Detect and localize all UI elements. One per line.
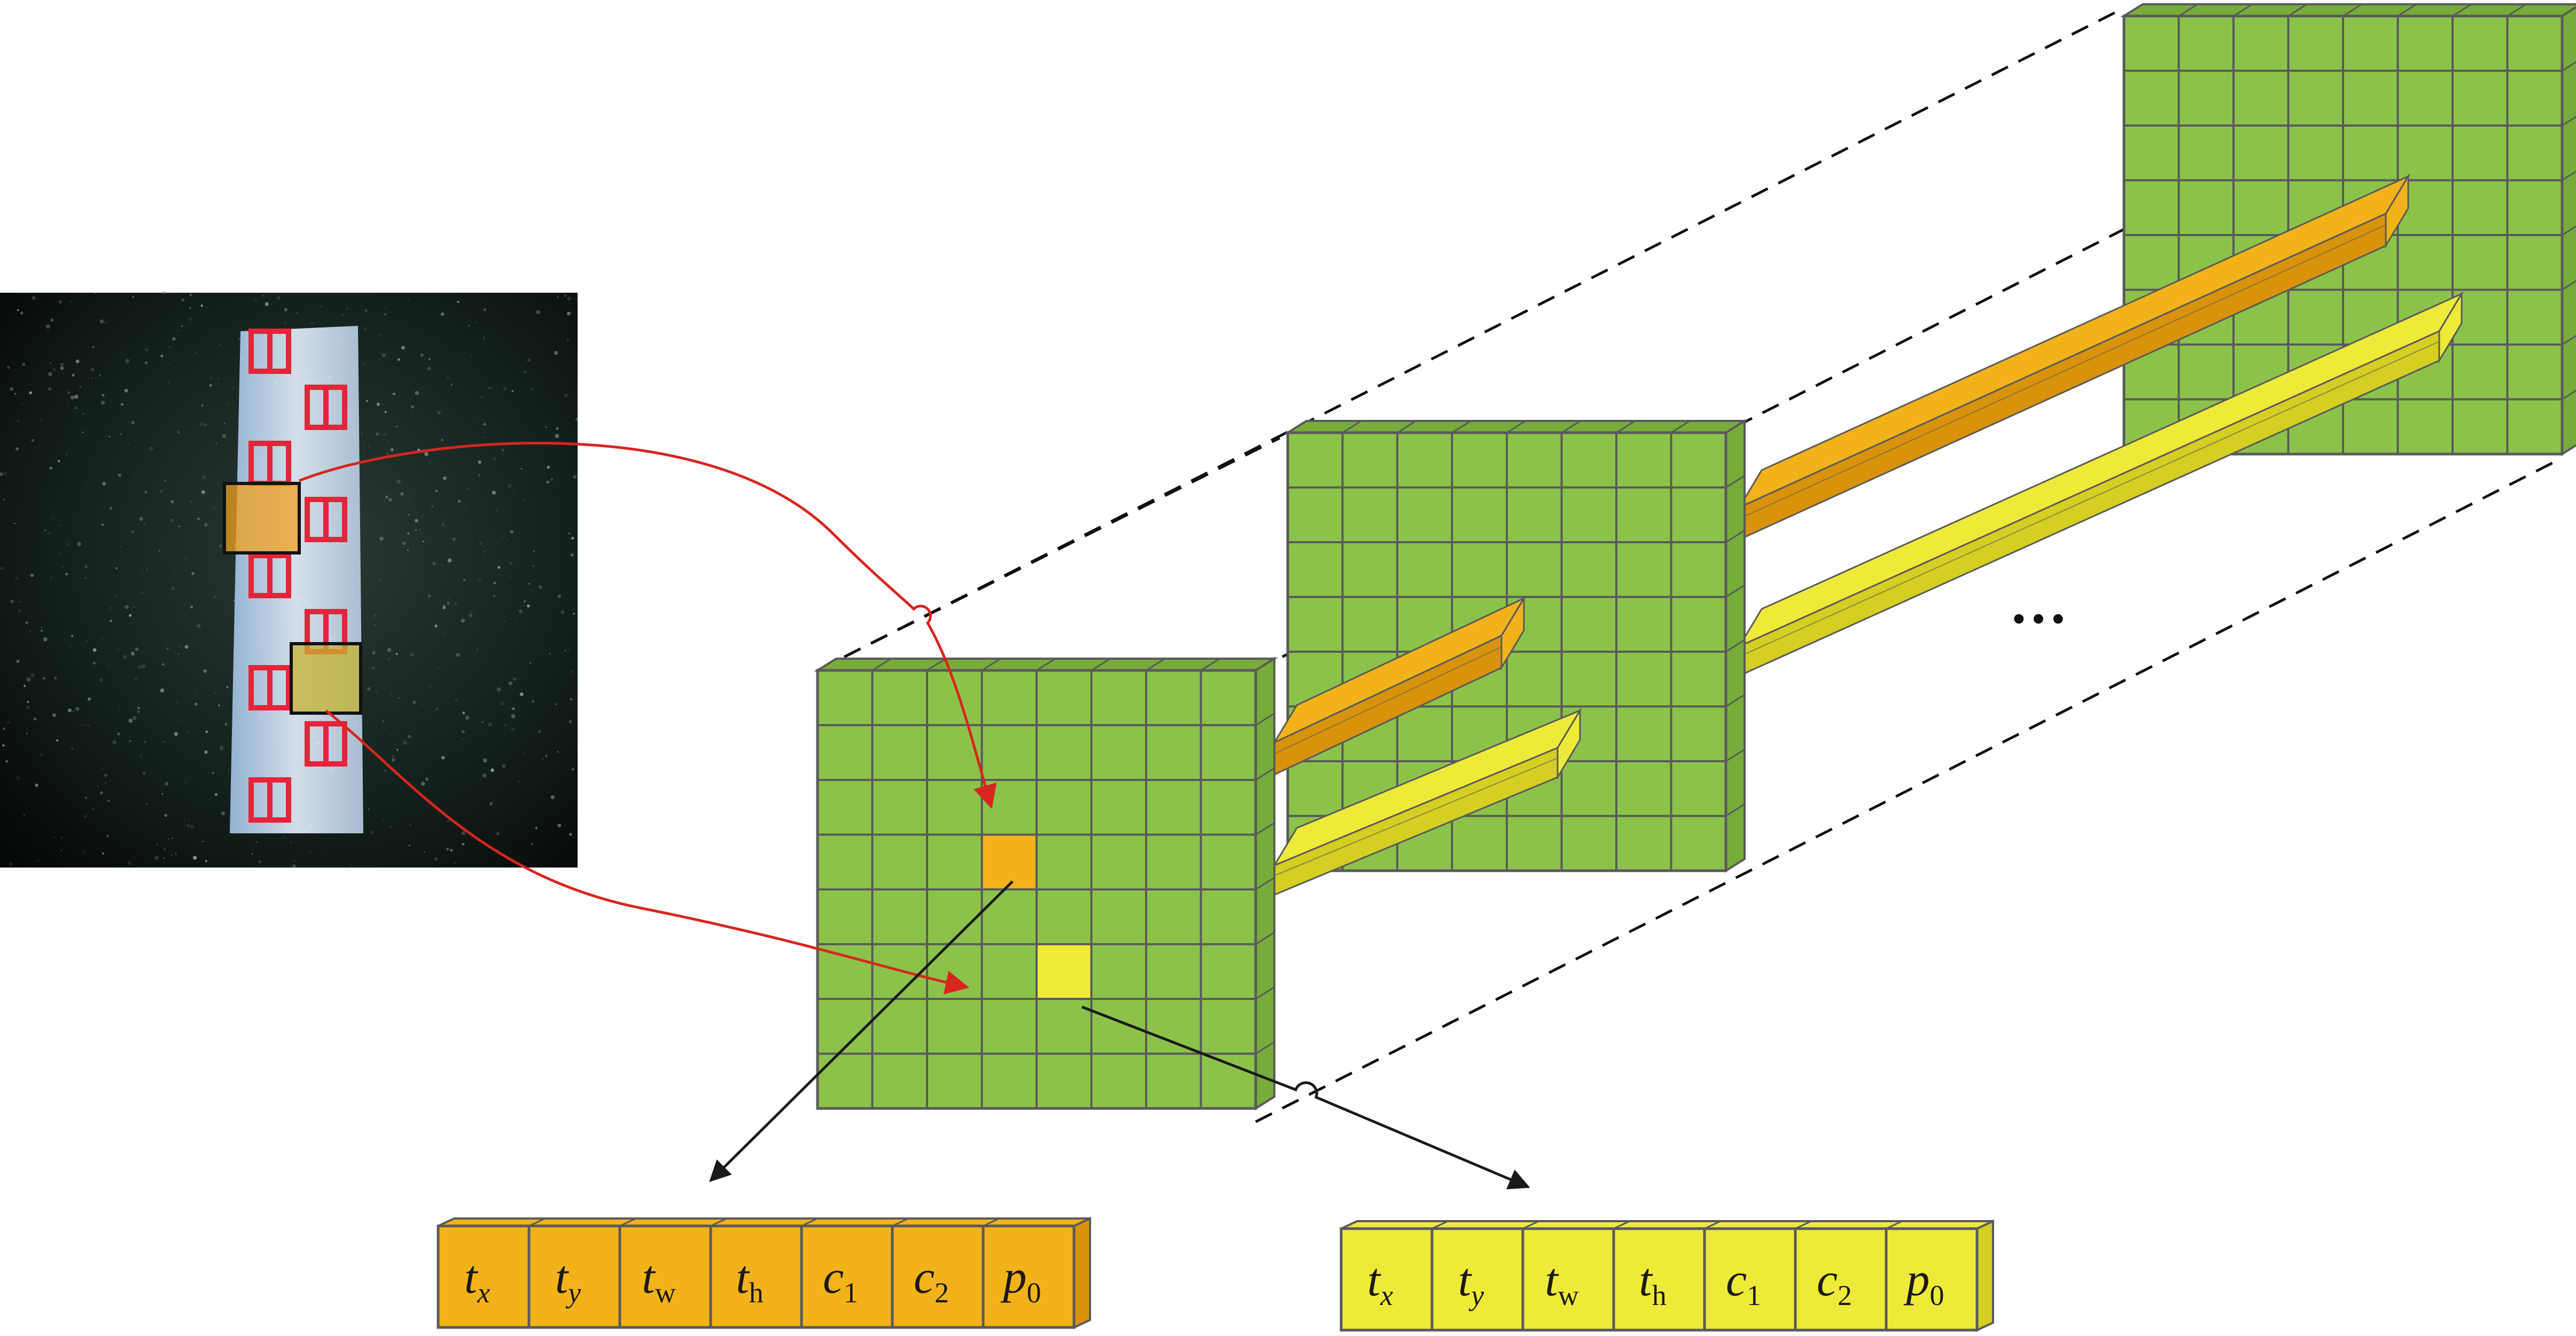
dashed-line-3: [1255, 458, 2561, 1123]
vector-label: c1: [823, 1252, 858, 1309]
vector-label: c2: [1817, 1254, 1852, 1311]
vector-cell-p0: [982, 1224, 1076, 1329]
vector-label: c2: [914, 1252, 949, 1309]
large-grid-top-face: [2120, 3, 2576, 17]
water-gauge-photo: [0, 291, 578, 868]
vector-label: ty: [555, 1252, 581, 1309]
feature-bars-to-medium-grid: [1272, 595, 1582, 896]
vector-cell-c1: [800, 1224, 894, 1329]
grid-cell-yellow: [1036, 943, 1093, 1000]
prediction-vector-orange: tx ty tw th c1 c2 p0: [437, 1216, 1091, 1330]
vector-label: tw: [1545, 1254, 1578, 1311]
vector-label: c1: [1726, 1254, 1761, 1311]
black-arrow-yellow: [1081, 1005, 1530, 1190]
large-grid-side-face: [2561, 6, 2576, 456]
orange-bar-medium: [1272, 595, 1526, 776]
vector-label: tw: [642, 1252, 675, 1309]
vector-label: th: [1639, 1254, 1666, 1311]
red-arrow-lower: [325, 709, 970, 995]
prediction-vector-yellow: tx ty tw th c1 c2 p0: [1340, 1219, 1994, 1332]
ellipsis-text: ···: [2009, 586, 2068, 651]
detected-region-yellow: [290, 642, 362, 715]
vector-cell-tx: [1340, 1227, 1434, 1332]
vector-cell-tx: [437, 1224, 531, 1329]
vector-cell-th: [1612, 1227, 1706, 1332]
vector-cell-p0: [1885, 1227, 1979, 1332]
vector-label: p0: [1903, 1254, 1944, 1311]
vector-label: tx: [464, 1252, 490, 1309]
grid-cell-orange: [980, 833, 1038, 890]
photo-texture: [0, 291, 578, 868]
yellow-bar-medium: [1272, 707, 1582, 896]
vector-label: th: [736, 1252, 763, 1309]
feature-grid-small: [814, 657, 1278, 1111]
black-arrow-orange: [709, 880, 1014, 1182]
dashed-line-4: [816, 436, 1281, 672]
vector-cell-tw: [618, 1224, 712, 1329]
vector-label: p0: [1000, 1252, 1041, 1309]
yellow-bar-large: [1737, 291, 2464, 677]
vector-label: ty: [1458, 1254, 1484, 1311]
vector-cell-th: [709, 1224, 803, 1329]
red-arrow-upper: [299, 442, 997, 809]
vector-label: tx: [1367, 1254, 1393, 1311]
vector-cell-c1: [1703, 1227, 1797, 1332]
vector-cell-ty: [1430, 1227, 1524, 1332]
detected-region-orange: [223, 482, 301, 554]
feature-bars-to-large-grid: [1737, 173, 2464, 677]
